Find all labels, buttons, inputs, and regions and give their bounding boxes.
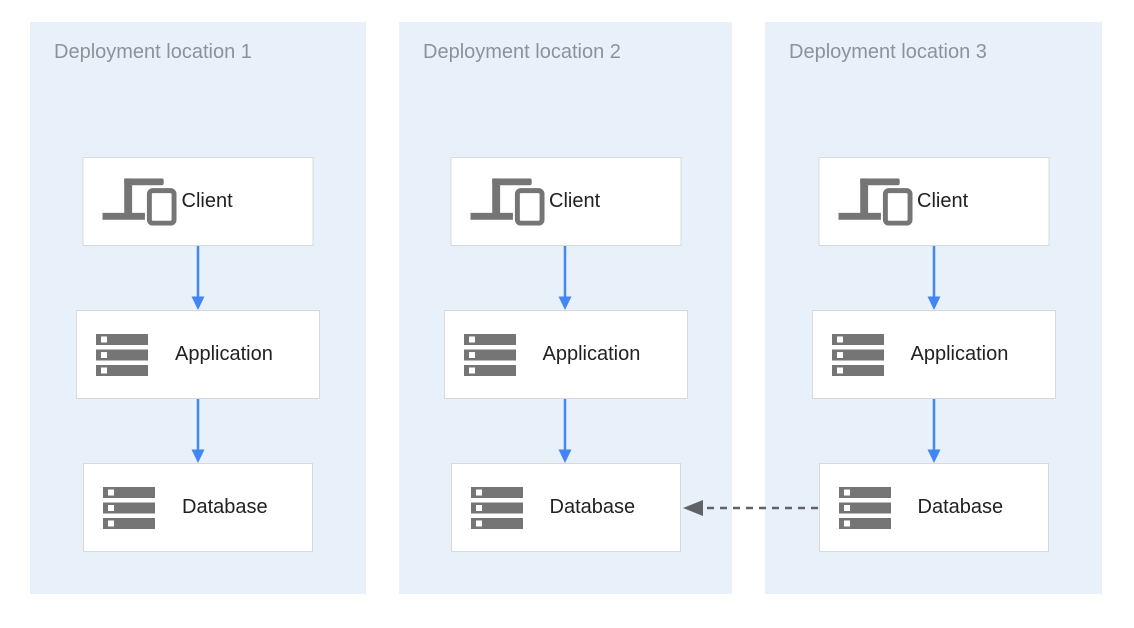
database-node: Database [450,463,681,552]
server-stack-icon [471,487,550,529]
node-label: Database [917,496,1004,518]
server-stack-icon [96,334,175,376]
database-node: Database [83,463,313,552]
client-node: Client [818,157,1049,246]
client-node: Client [82,157,314,246]
client-node: Client [450,157,681,246]
client-devices-icon [103,178,182,226]
server-stack-icon [464,334,543,376]
database-node: Database [818,463,1049,552]
application-node: Application [443,310,688,399]
deployment-location-1-panel: Deployment location 1 Client Application… [30,22,366,594]
client-devices-icon [470,178,549,226]
node-label: Application [910,343,1009,365]
server-stack-icon [832,334,911,376]
panel-title: Deployment location 2 [423,41,621,63]
panel-title: Deployment location 3 [789,41,987,63]
deployment-location-2-panel: Deployment location 2 Client Application… [399,22,732,594]
client-devices-icon [838,178,917,226]
node-label: Application [175,343,273,365]
node-label: Client [917,190,969,212]
node-label: Application [542,343,641,365]
node-label: Client [549,190,601,212]
server-stack-icon [103,487,182,529]
application-node: Application [76,310,320,399]
deployment-location-3-panel: Deployment location 3 Client Application… [765,22,1102,594]
server-stack-icon [839,487,918,529]
node-label: Client [181,190,233,212]
application-node: Application [811,310,1056,399]
node-label: Database [182,496,268,518]
panel-title: Deployment location 1 [54,41,252,63]
node-label: Database [549,496,636,518]
